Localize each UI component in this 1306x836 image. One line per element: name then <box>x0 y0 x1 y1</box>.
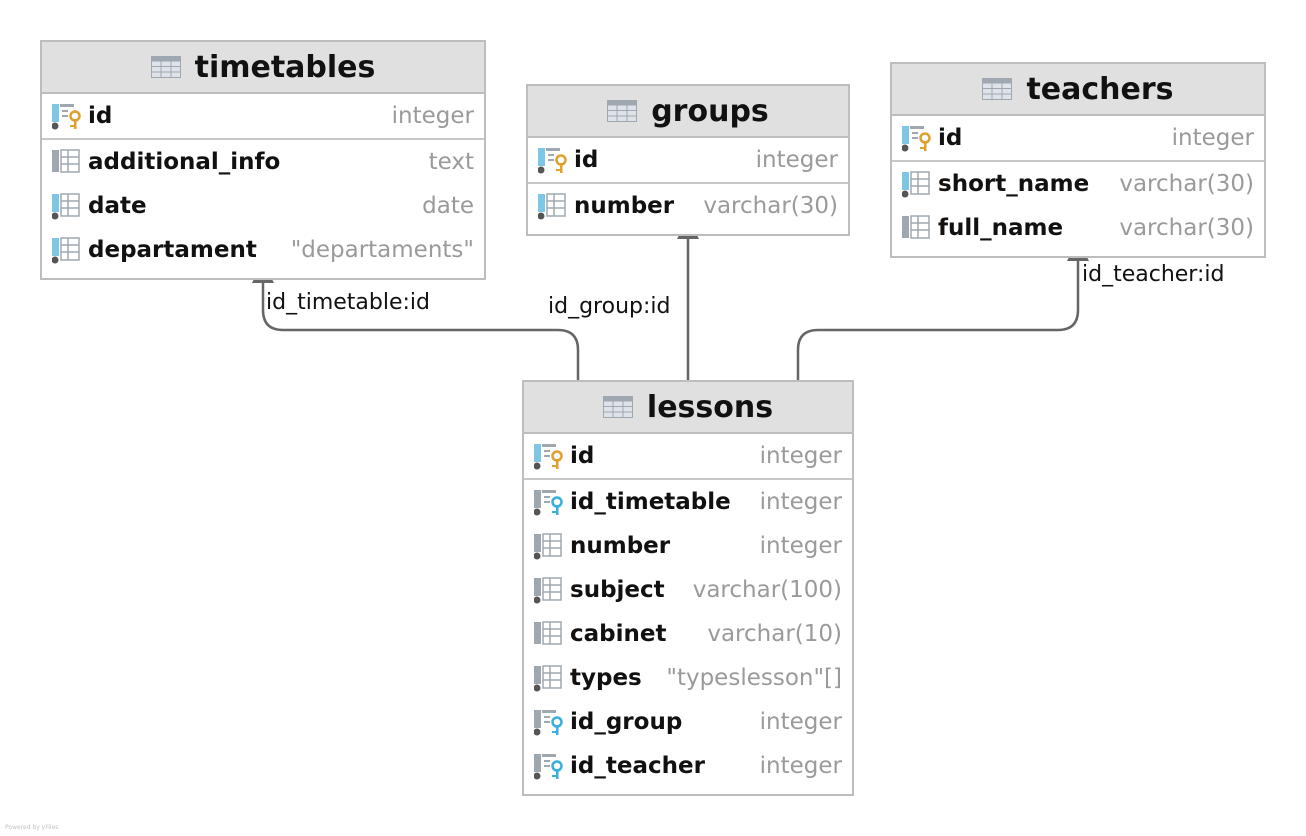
foreign-key-icon <box>534 490 563 516</box>
column-row[interactable]: id integer <box>892 116 1264 160</box>
table-header: timetables <box>42 42 484 94</box>
column-name: subject <box>570 577 665 603</box>
column-row[interactable]: date date <box>42 184 484 228</box>
table-icon <box>150 56 181 78</box>
column-row[interactable]: id_group integer <box>524 700 852 744</box>
column-type: varchar(10) <box>707 621 842 647</box>
relation-line-teachers <box>796 239 1089 380</box>
table-header: lessons <box>524 382 852 434</box>
column-type: integer <box>755 147 838 173</box>
column-row[interactable]: id integer <box>524 434 852 478</box>
table-header: teachers <box>892 64 1264 116</box>
table-icon <box>607 100 638 122</box>
relation-line-timetables <box>252 261 580 380</box>
table-icon <box>602 396 633 418</box>
column-type: text <box>428 149 474 175</box>
column-row[interactable]: id integer <box>42 94 484 138</box>
column-name: additional_info <box>88 149 281 175</box>
column-row[interactable]: number integer <box>524 524 852 568</box>
column-name: id_teacher <box>570 753 705 779</box>
relation-label-timetables: id_timetable:id <box>266 290 430 315</box>
column-name: id_timetable <box>570 489 731 515</box>
column-name: cabinet <box>570 621 667 647</box>
column-row[interactable]: full_name varchar(30) <box>892 206 1264 250</box>
column-type: varchar(30) <box>1119 171 1254 197</box>
column-name: id <box>88 103 113 129</box>
table-title: groups <box>651 93 769 129</box>
column-row[interactable]: number varchar(30) <box>528 184 848 228</box>
column-type: integer <box>759 489 842 515</box>
table-lessons[interactable]: lessons id integer id_timetable integ <box>522 380 854 796</box>
column-row[interactable]: departament "departaments" <box>42 228 484 272</box>
column-name: id_group <box>570 709 683 735</box>
column-type: varchar(30) <box>703 193 838 219</box>
table-groups[interactable]: groups id integer number varchar(30) <box>526 84 850 236</box>
column-type: integer <box>759 709 842 735</box>
table-title: teachers <box>1026 71 1174 107</box>
column-row[interactable]: short_name varchar(30) <box>892 162 1264 206</box>
column-name: date <box>88 193 147 219</box>
column-name: full_name <box>938 215 1064 241</box>
column-required-icon <box>534 533 562 560</box>
column-type: integer <box>1171 125 1254 151</box>
column-name: types <box>570 665 642 691</box>
column-name: departament <box>88 237 257 263</box>
column-name: id <box>938 125 963 151</box>
table-teachers[interactable]: teachers id integer short_name varchar(3… <box>890 62 1266 258</box>
table-icon <box>982 78 1013 100</box>
separator <box>42 138 484 140</box>
column-type: "departaments" <box>290 237 474 263</box>
column-name: id <box>574 147 599 173</box>
relation-label-teachers: id_teacher:id <box>1082 262 1225 287</box>
column-row[interactable]: id_timetable integer <box>524 480 852 524</box>
column-required-icon <box>534 577 562 604</box>
column-required-icon <box>52 237 80 264</box>
column-type: varchar(100) <box>692 577 842 603</box>
column-type: varchar(30) <box>1119 215 1254 241</box>
column-required-icon <box>538 193 566 220</box>
watermark: Powered by yFiles <box>5 824 59 831</box>
column-type: date <box>422 193 474 219</box>
separator <box>524 478 852 480</box>
column-required-icon <box>902 171 930 198</box>
column-type: integer <box>759 753 842 779</box>
column-name: id <box>570 443 595 469</box>
column-type: integer <box>759 443 842 469</box>
separator <box>528 182 848 184</box>
column-row[interactable]: cabinet varchar(10) <box>524 612 852 656</box>
column-type: "typeslesson"[] <box>666 665 842 691</box>
column-name: number <box>570 533 671 559</box>
primary-key-icon <box>538 148 567 174</box>
column-name: number <box>574 193 675 219</box>
column-icon <box>902 215 930 239</box>
column-name: short_name <box>938 171 1090 197</box>
separator <box>892 160 1264 162</box>
relation-label-groups: id_group:id <box>548 294 671 319</box>
column-icon <box>52 149 80 173</box>
table-header: groups <box>528 86 848 138</box>
primary-key-icon <box>902 126 931 152</box>
column-row[interactable]: subject varchar(100) <box>524 568 852 612</box>
column-row[interactable]: id_teacher integer <box>524 744 852 788</box>
foreign-key-icon <box>534 754 563 780</box>
primary-key-icon <box>534 444 563 470</box>
table-title: timetables <box>194 49 376 85</box>
column-row[interactable]: id integer <box>528 138 848 182</box>
foreign-key-icon <box>534 710 563 736</box>
column-row[interactable]: types "typeslesson"[] <box>524 656 852 700</box>
column-type: integer <box>759 533 842 559</box>
column-row[interactable]: additional_info text <box>42 140 484 184</box>
primary-key-icon <box>52 104 81 130</box>
column-type: integer <box>391 103 474 129</box>
column-required-icon <box>52 193 80 220</box>
column-required-icon <box>534 665 562 692</box>
table-title: lessons <box>646 389 774 425</box>
table-timetables[interactable]: timetables id integer additional_info te… <box>40 40 486 280</box>
column-icon <box>534 621 562 645</box>
